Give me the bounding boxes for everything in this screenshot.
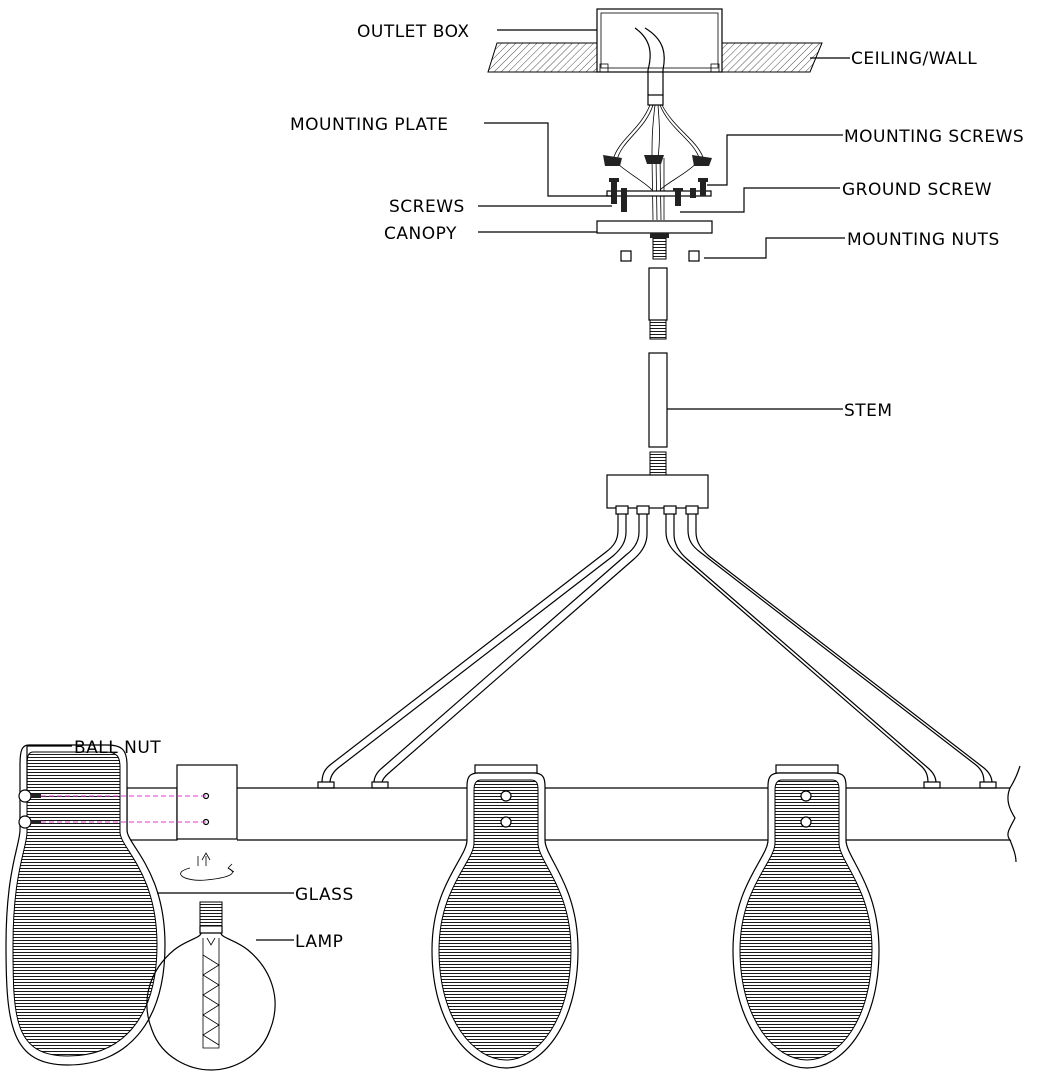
label-mounting-nuts: MOUNTING NUTS [847,230,1000,250]
canopy [596,220,713,234]
glass-right [732,764,880,1069]
stem-upper [648,267,668,340]
arms [317,514,997,789]
stem-lower [648,352,668,476]
ball-nuts [18,789,210,829]
wire-nuts [603,155,712,166]
mounting-plate [606,190,712,197]
label-ground-screw: GROUND SCREW [842,180,992,200]
mounting-nuts [620,250,700,262]
screws-left [609,178,627,212]
label-lamp: LAMP [295,932,343,952]
label-mounting-screws: MOUNTING SCREWS [844,127,1024,147]
supply-cable [634,27,665,106]
glass-middle [431,764,579,1069]
ground-screw [673,188,683,206]
label-stem: STEM [844,401,893,421]
label-ball-nut: BALL NUT [74,738,161,758]
leader-lines [26,29,850,941]
mounting-screws-right [690,178,708,198]
glass-left [5,744,166,1066]
rotate-arrow-icon [180,852,235,881]
label-ceiling-wall: CEILING/WALL [851,49,977,69]
main-bar [237,765,1021,863]
label-canopy: CANOPY [384,224,457,244]
fitter-left [126,764,238,841]
label-screws: SCREWS [389,197,465,217]
label-mounting-plate: MOUNTING PLATE [290,115,448,135]
label-outlet-box: OUTLET BOX [357,22,470,42]
hub [606,474,709,515]
label-glass: GLASS [295,885,354,905]
threaded-nipple [650,232,669,260]
lamp-bulb [146,901,276,1071]
